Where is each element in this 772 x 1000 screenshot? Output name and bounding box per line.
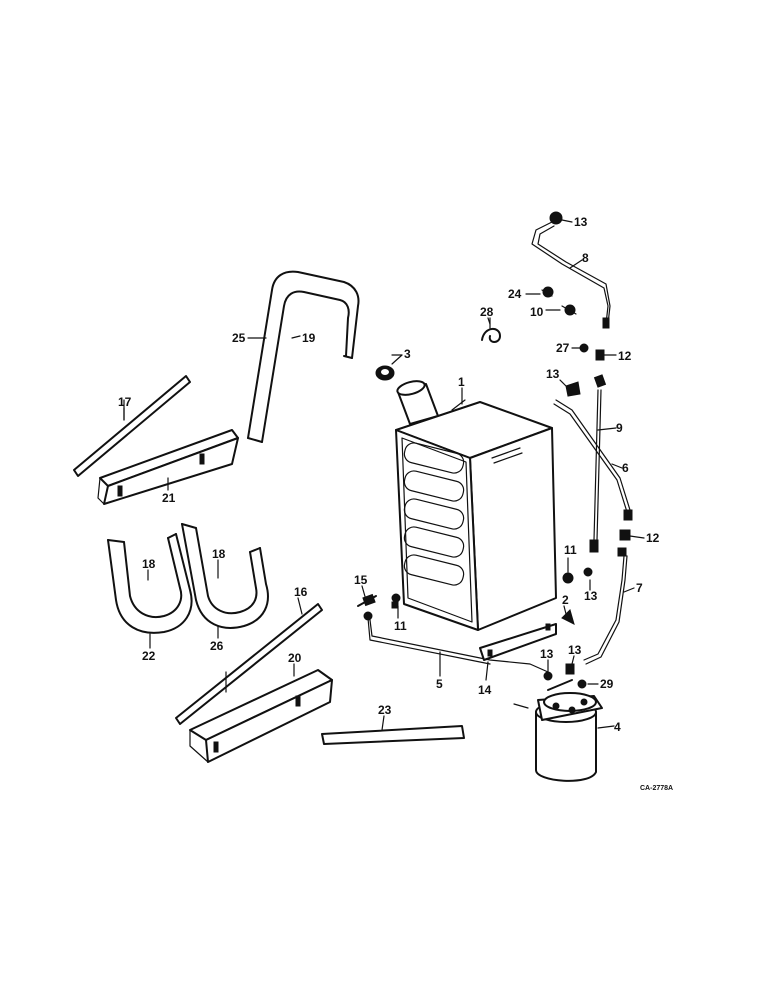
- callout-1: 1: [458, 375, 465, 389]
- callout-25: 25: [232, 331, 246, 345]
- callout-9: 9: [616, 421, 623, 435]
- callout-17: 17: [118, 395, 132, 409]
- callout-6: 6: [622, 461, 629, 475]
- fuel-filter: [513, 679, 603, 782]
- bracket-part-20: [189, 669, 333, 763]
- callout-13-d: 13: [540, 647, 554, 661]
- callout-13-e: 13: [568, 643, 582, 657]
- callout-labels: 1 2 3 4 5 6 7 8 9 10 11 11 12 12 13 13 1…: [118, 215, 673, 792]
- leader-lines: [123, 219, 645, 731]
- callout-12-a: 12: [618, 349, 632, 363]
- cap-part-3: [375, 354, 403, 381]
- strap-parts-19-25: [247, 270, 360, 443]
- callout-23: 23: [378, 703, 392, 717]
- callout-18-a: 18: [142, 557, 156, 571]
- callout-11-a: 11: [394, 619, 407, 633]
- callout-20: 20: [288, 651, 302, 665]
- callout-11-b: 11: [564, 543, 577, 557]
- fuel-lines-upper: [531, 211, 633, 553]
- callout-13-b: 13: [546, 367, 560, 381]
- callout-14: 14: [478, 683, 492, 697]
- bar-part-23: [321, 725, 465, 745]
- callout-12-b: 12: [646, 531, 660, 545]
- callout-19: 19: [302, 331, 316, 345]
- callout-5: 5: [436, 677, 443, 691]
- callout-29: 29: [600, 677, 614, 691]
- callout-13-a: 13: [574, 215, 588, 229]
- callout-3: 3: [404, 347, 411, 361]
- callout-10: 10: [530, 305, 544, 319]
- callout-15: 15: [354, 573, 368, 587]
- bracket-part-21: [97, 429, 239, 505]
- callout-21: 21: [162, 491, 176, 505]
- callout-22: 22: [142, 649, 156, 663]
- callout-4: 4: [614, 720, 621, 734]
- callout-28: 28: [480, 305, 494, 319]
- callout-2: 2: [562, 593, 569, 607]
- figure-code: CA-2778A: [640, 785, 673, 792]
- u-strap-parts-18-22-26: [107, 523, 269, 634]
- callout-18-b: 18: [212, 547, 226, 561]
- callout-27: 27: [556, 341, 570, 355]
- callout-26: 26: [210, 639, 224, 653]
- callout-7: 7: [636, 581, 643, 595]
- valve-and-lines: [357, 593, 557, 673]
- fuel-tank: [395, 380, 557, 631]
- callout-16: 16: [294, 585, 308, 599]
- callout-8: 8: [582, 251, 589, 265]
- fuel-line-part-7: [583, 529, 631, 665]
- strap-part-16: [175, 603, 323, 725]
- callout-13-c: 13: [584, 589, 598, 603]
- callout-24: 24: [508, 287, 522, 301]
- clip-part-28: [481, 317, 501, 343]
